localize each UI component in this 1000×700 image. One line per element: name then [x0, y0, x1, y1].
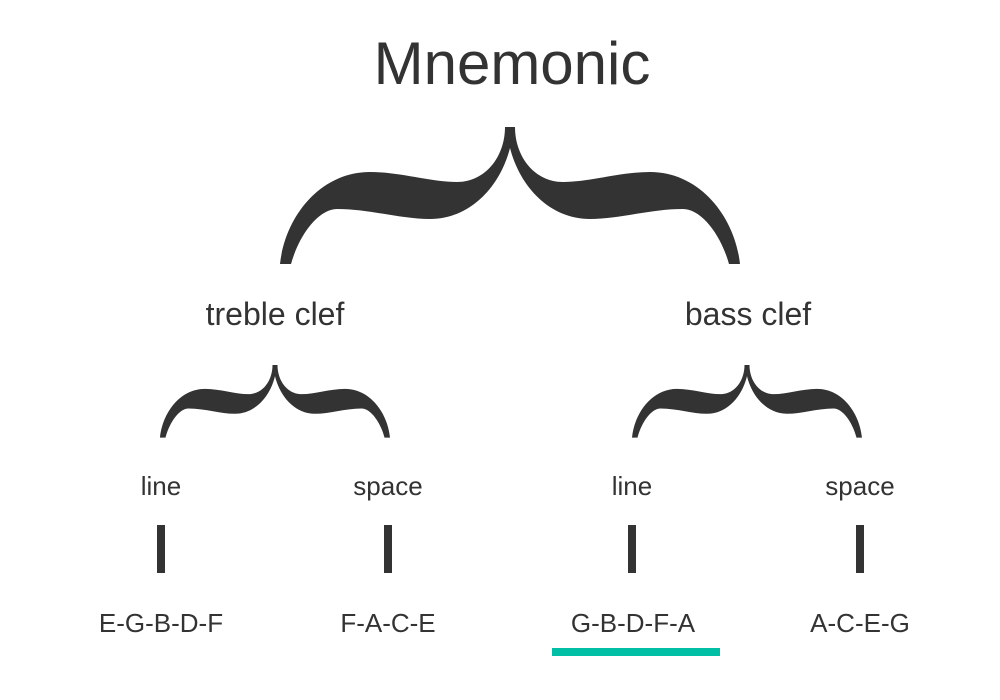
- connector-bar: [856, 525, 864, 573]
- bass-clef-label: bass clef: [684, 296, 812, 332]
- treble-line-notes: E-G-B-D-F: [98, 608, 224, 638]
- bass-line-label: line: [611, 471, 653, 501]
- highlight-underline: [552, 648, 720, 656]
- treble-clef-label: treble clef: [205, 296, 345, 332]
- treble-space-label: space: [353, 471, 423, 501]
- connector-bar: [384, 525, 392, 573]
- treble-brace: [160, 365, 390, 438]
- main-brace: [280, 127, 740, 264]
- bass-space-notes: A-C-E-G: [810, 608, 910, 638]
- treble-line-label: line: [140, 471, 182, 501]
- connector-bar: [157, 525, 165, 573]
- diagram-title: Mnemonic: [373, 30, 651, 97]
- bass-brace: [632, 365, 862, 438]
- bass-line-notes: G-B-D-F-A: [570, 608, 696, 638]
- treble-space-notes: F-A-C-E: [340, 608, 436, 638]
- connector-bar: [628, 525, 636, 573]
- bass-space-label: space: [825, 471, 895, 501]
